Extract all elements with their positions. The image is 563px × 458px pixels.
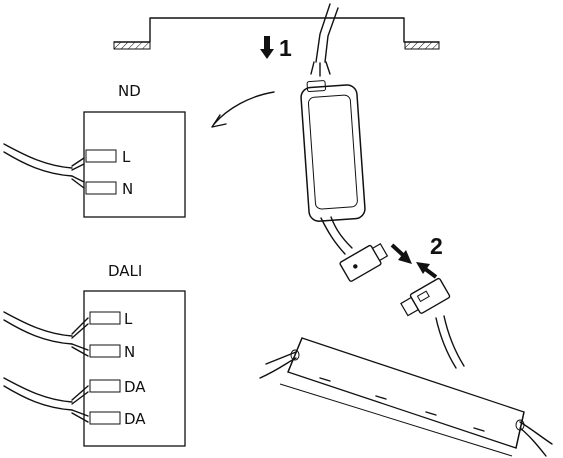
mains-cable [310,3,339,77]
nd-title: ND [118,82,141,100]
step-2-label: 2 [430,233,443,259]
connector-icon [339,243,389,282]
push-arrow-icon [390,243,438,279]
dali-terminal-label: N [124,343,135,361]
spring-clip-icon [515,419,553,457]
dali-terminal-label: DA [124,410,146,428]
arrow-down-icon [260,36,274,59]
luminaire-lead [435,317,457,369]
nd-terminal-block: ND L N [3,82,186,218]
plug-connector [400,277,451,317]
curved-arrow-icon [211,91,275,128]
dali-terminal-block: DALI L N DA DA [3,262,186,447]
driver-lead [320,217,346,255]
step-1-label: 1 [279,35,292,61]
luminaire-icon [279,337,525,457]
driver-icon [300,80,366,222]
nd-terminal-label: L [122,148,131,166]
dali-terminal-label: L [124,310,133,328]
nd-terminal-label: N [122,180,133,198]
dali-terminal-label: DA [124,378,146,396]
dali-title: DALI [108,262,142,280]
spring-clip-icon [259,349,300,379]
ceiling-recess [113,17,440,50]
